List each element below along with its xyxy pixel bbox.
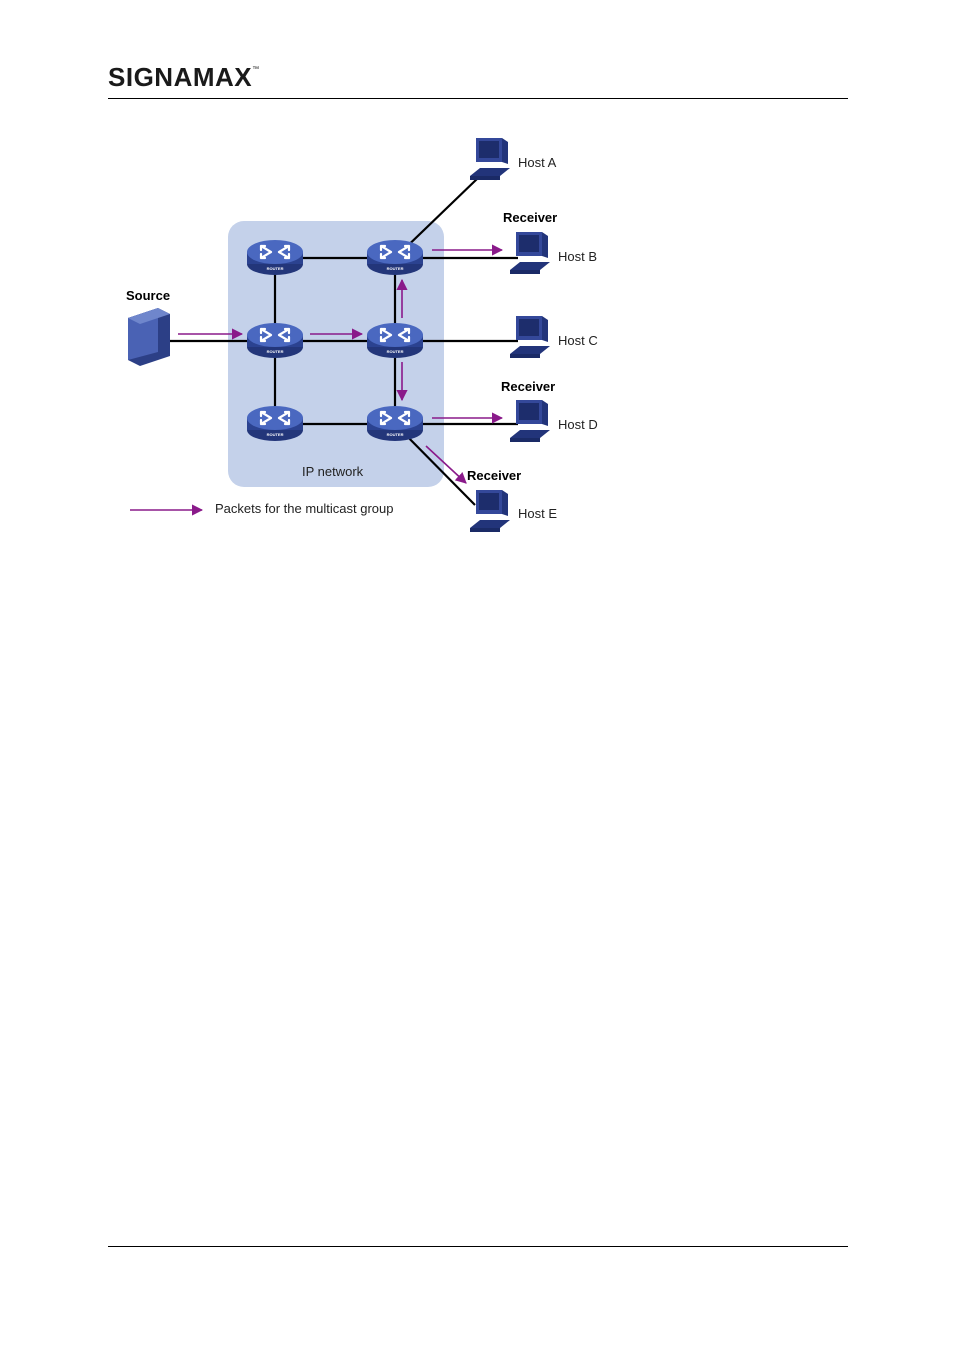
router-bottom-right xyxy=(365,404,425,443)
host-a-icon xyxy=(470,138,510,180)
host-c-icon xyxy=(510,316,550,358)
host-c-label: Host C xyxy=(558,333,598,348)
multicast-arrows xyxy=(178,244,504,484)
router-top-left xyxy=(245,238,305,277)
legend: Packets for the multicast group xyxy=(130,501,393,516)
host-b-icon xyxy=(510,232,550,274)
host-b-label: Host B xyxy=(558,249,597,264)
router-bottom-left xyxy=(245,404,305,443)
logo-text: SIGNAMAX xyxy=(108,62,253,92)
host-a-label: Host A xyxy=(518,155,557,170)
router-top-right xyxy=(365,238,425,277)
signamax-logo: SIGNAMAX™ xyxy=(108,62,260,93)
source-label: Source xyxy=(126,288,170,303)
header-rule xyxy=(108,98,848,99)
receiver-label-host-d: Receiver xyxy=(501,379,555,394)
receiver-label-host-e: Receiver xyxy=(467,468,521,483)
ip-network-label: IP network xyxy=(302,464,364,479)
host-d-icon xyxy=(510,400,550,442)
footer-rule xyxy=(108,1246,848,1247)
multicast-diagram: ROUTER xyxy=(126,138,598,532)
legend-label: Packets for the multicast group xyxy=(215,501,393,516)
router-middle-right xyxy=(365,321,425,360)
source-server-icon xyxy=(128,308,170,366)
router-middle-left xyxy=(245,321,305,360)
host-e-label: Host E xyxy=(518,506,557,521)
host-e-icon xyxy=(470,490,510,532)
receiver-label-host-b: Receiver xyxy=(503,210,557,225)
trademark-symbol: ™ xyxy=(252,66,260,73)
host-d-label: Host D xyxy=(558,417,598,432)
